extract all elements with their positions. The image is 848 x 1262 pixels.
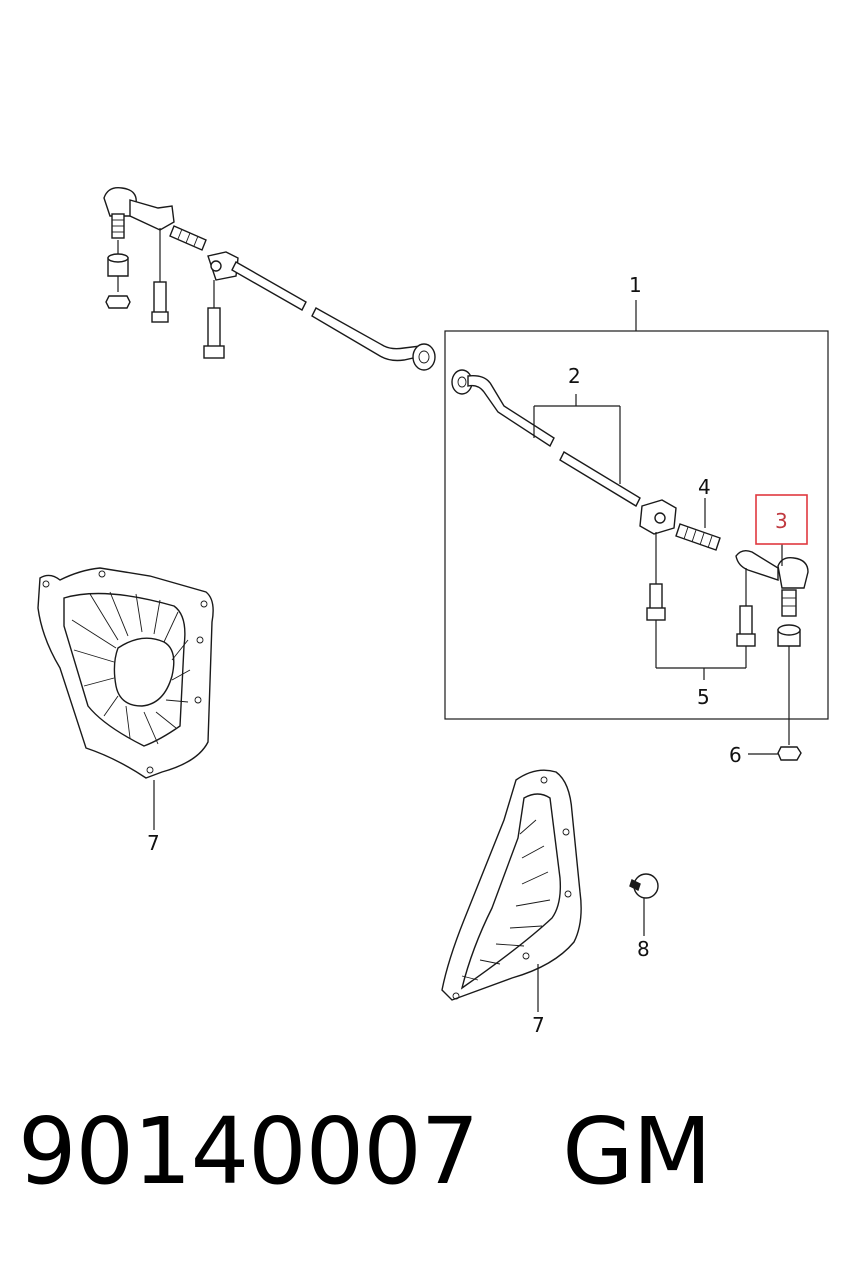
clamp-bolt-a-head xyxy=(646,607,666,621)
clamp-bolt-b xyxy=(739,605,753,637)
assembly-box-1: 1 2 4 3 xyxy=(444,273,829,745)
callout-3[interactable]: 3 xyxy=(775,509,788,533)
brand-name: GM xyxy=(562,1098,712,1205)
callout-3-highlight xyxy=(755,494,808,545)
clip-8: 8 xyxy=(629,873,659,961)
callout-6[interactable]: 6 xyxy=(729,743,742,767)
upper-rod-2 xyxy=(311,307,423,362)
upper-tie-rod-end xyxy=(129,199,175,231)
nut-6: 6 xyxy=(729,743,802,767)
shield-right-holes xyxy=(452,776,572,1000)
clamp-bolt-a xyxy=(649,583,663,611)
clamp-bolt-b-head xyxy=(736,633,756,647)
outer-tie-rod-end xyxy=(735,549,779,581)
outer-ball-stud xyxy=(781,589,797,617)
shield-left-holes xyxy=(42,570,208,774)
upper-bolt-b xyxy=(207,307,221,349)
upper-tie-rod-assembly xyxy=(103,187,436,371)
assembly-frame xyxy=(444,330,829,720)
shield-left-ribs xyxy=(71,591,191,745)
upper-bolt-a-head xyxy=(151,311,169,323)
callout-4[interactable]: 4 xyxy=(698,475,711,499)
callout-7a[interactable]: 7 xyxy=(147,831,160,855)
splash-shield-right: 7 xyxy=(441,769,582,1037)
upper-bolt-a xyxy=(153,281,167,317)
callout-2[interactable]: 2 xyxy=(568,364,581,388)
callout-7b[interactable]: 7 xyxy=(532,1013,545,1037)
upper-rod xyxy=(231,261,307,311)
callout-8[interactable]: 8 xyxy=(637,937,650,961)
shield-right-ribs xyxy=(461,819,551,981)
castle-nut xyxy=(777,746,802,761)
splash-shield-left: 7 xyxy=(37,567,214,855)
tie-rod-2a xyxy=(467,375,555,448)
part-number: 90140007 xyxy=(18,1098,479,1205)
callout-1[interactable]: 1 xyxy=(629,273,642,297)
upper-nut xyxy=(105,295,131,309)
shield-left-boss xyxy=(113,637,175,707)
upper-bolt-b-head xyxy=(203,345,225,359)
adjuster-bolt xyxy=(675,523,721,551)
push-clip-stem xyxy=(629,879,641,891)
shield-right-inner xyxy=(460,793,562,990)
footer-caption: 90140007 GM xyxy=(18,1098,712,1205)
callout-5[interactable]: 5 xyxy=(697,685,710,709)
upper-rod-eye xyxy=(412,343,436,371)
tie-rod-2b xyxy=(559,451,641,507)
